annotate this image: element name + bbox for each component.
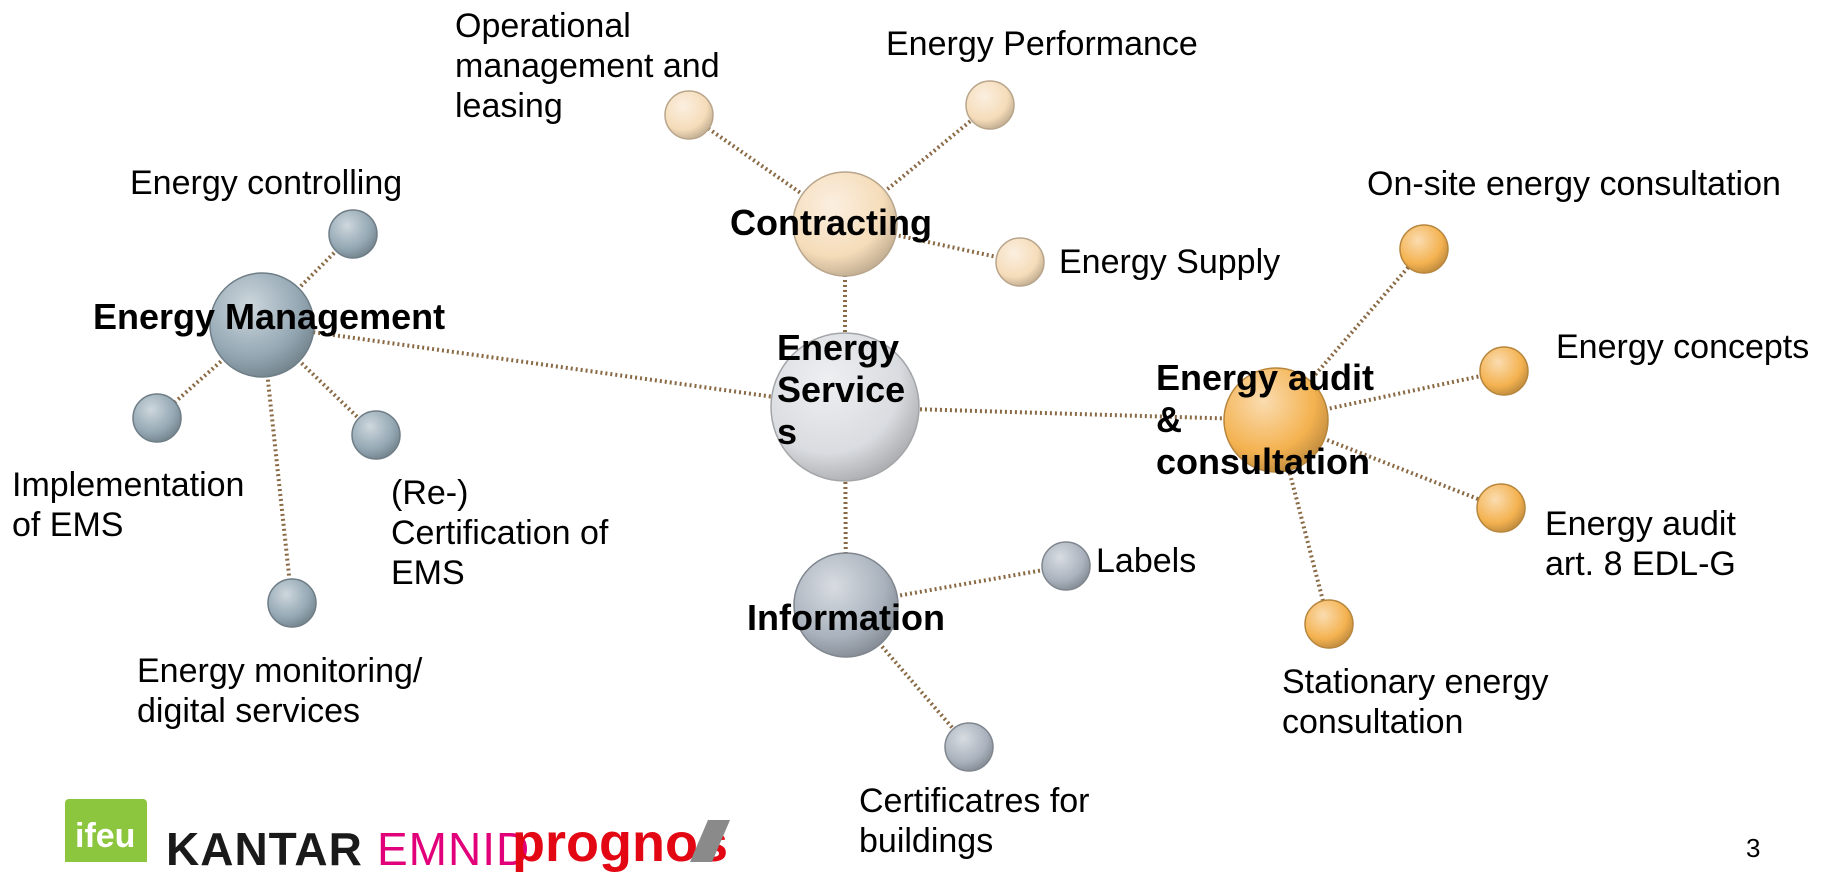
label-em3: (Re-) Certification of EMS bbox=[391, 474, 609, 592]
bubble-layer bbox=[132, 80, 1529, 772]
label-em4: Energy monitoring/ digital services bbox=[137, 652, 423, 730]
label-ea2: Energy concepts bbox=[1556, 328, 1810, 366]
label-em1: Energy controlling bbox=[130, 164, 403, 202]
label-ct3: Energy Supply bbox=[1059, 243, 1281, 281]
connector-ea-ea2 bbox=[1275, 369, 1505, 422]
ifeu-logo-text: ifeu bbox=[75, 817, 136, 855]
connector-inf-inf1 bbox=[845, 564, 1067, 607]
bubble-em2 bbox=[132, 393, 182, 443]
label-em: Energy Management bbox=[93, 296, 446, 337]
bubble-ea2 bbox=[1479, 346, 1529, 396]
bubble-ct1 bbox=[664, 90, 714, 140]
bubble-ct2 bbox=[965, 80, 1015, 130]
label-ea: Energy audit & consultation bbox=[1156, 357, 1375, 482]
label-ct1: Operational management and leasing bbox=[455, 7, 720, 125]
label-inf: Information bbox=[747, 597, 945, 638]
bubble-em4 bbox=[267, 578, 317, 628]
bubble-inf1 bbox=[1041, 541, 1091, 591]
bubble-ea bbox=[1223, 367, 1329, 473]
label-inf2: Certificatres for buildings bbox=[859, 782, 1090, 860]
label-em2: Implementation of EMS bbox=[12, 466, 245, 544]
kantar-logo: KANTAR bbox=[166, 823, 363, 875]
label-ea1: On-site energy consultation bbox=[1367, 165, 1781, 203]
bubble-ea4 bbox=[1304, 599, 1354, 649]
bubble-em bbox=[209, 272, 315, 378]
bubble-em1 bbox=[328, 209, 378, 259]
label-inf1: Labels bbox=[1096, 542, 1197, 580]
connector-center-em bbox=[261, 323, 846, 409]
label-ct2: Energy Performance bbox=[886, 25, 1198, 63]
bubble-em3 bbox=[351, 410, 401, 460]
page-number: 3 bbox=[1746, 833, 1761, 863]
prognos-slash-icon bbox=[690, 820, 730, 862]
bubble-inf2 bbox=[944, 722, 994, 772]
ifeu-logo: ifeu bbox=[65, 799, 147, 862]
label-ea3: Energy audit art. 8 EDL-G bbox=[1545, 505, 1736, 583]
bubble-center bbox=[770, 332, 920, 482]
label-ct: Contracting bbox=[730, 202, 932, 243]
bubble-inf bbox=[793, 552, 899, 658]
bubble-ea3 bbox=[1476, 483, 1526, 533]
bubble-ea1 bbox=[1399, 224, 1449, 274]
emnid-logo: EMNID bbox=[377, 823, 531, 875]
label-center: Energy Service s bbox=[777, 327, 906, 452]
label-ea4: Stationary energy consultation bbox=[1282, 663, 1549, 741]
bubble-ct3 bbox=[995, 237, 1045, 287]
bubble-ct bbox=[792, 171, 898, 277]
